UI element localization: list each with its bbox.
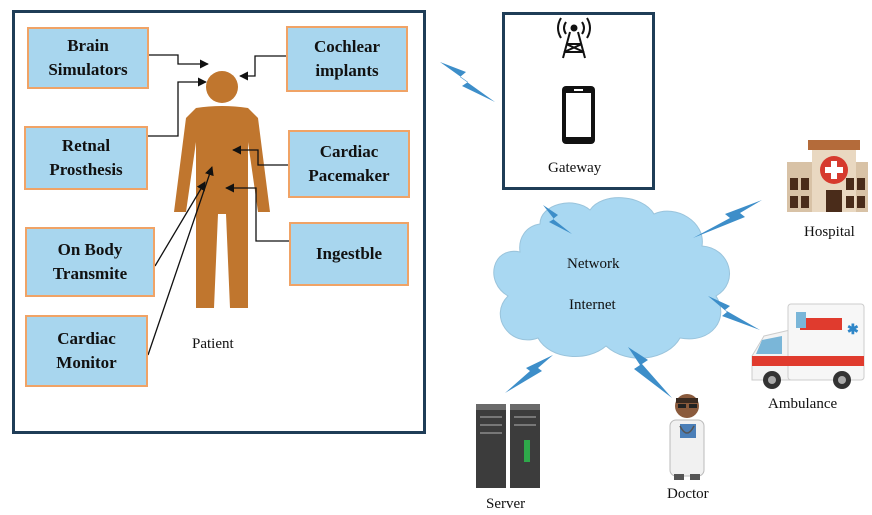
hospital-label: Hospital [804,224,855,240]
doctor-icon [669,394,705,480]
ambulance-icon: ✱ [751,303,865,389]
cardiac-monitor-box: Cardiac Monitor [25,315,148,387]
patient-label: Patient [192,336,234,352]
patient-body-figure [174,71,270,308]
bolt-cloud-hospital [693,200,762,238]
brain-simulators-box: Brain Simulators [27,27,149,89]
svg-text:✱: ✱ [847,323,859,338]
bolt-gateway-cloud [543,205,572,234]
gateway-label: Gateway [548,160,602,176]
cochlear-implants-box: Cochlear implants [286,26,408,92]
cardiac-pacemaker-box: Cardiac Pacemaker [288,130,410,198]
server-rack-icon [476,404,540,488]
device-connectors [147,54,289,356]
bolt-cloud-ambulance [708,296,760,330]
connector-onbody [154,181,206,267]
network-cloud [493,197,731,359]
connector-cochlear [239,55,286,81]
internet-label: Internet [569,297,616,313]
connector-pacemaker [232,145,288,166]
retinal-prosthesis-box: Retnal Prosthesis [24,126,148,190]
doctor-label: Doctor [667,486,709,502]
connector-brain [149,54,209,69]
smartphone-icon [562,86,595,144]
bolt-patient-gateway [440,62,495,102]
wireless-links [440,62,762,398]
ambulance-label: Ambulance [768,396,838,412]
hospital-building-icon [787,140,868,212]
bolt-cloud-doctor [628,347,672,398]
server-label: Server [486,496,526,512]
connector-cardmon [147,166,214,356]
connector-ingest [225,183,289,242]
ingestible-box: Ingestble [289,222,409,286]
antenna-tower-icon [557,17,591,59]
bolt-cloud-server [505,355,553,393]
network-label: Network [567,256,620,272]
on-body-transmitter-box: On Body Transmite [25,227,155,297]
connector-retinal [148,77,207,137]
